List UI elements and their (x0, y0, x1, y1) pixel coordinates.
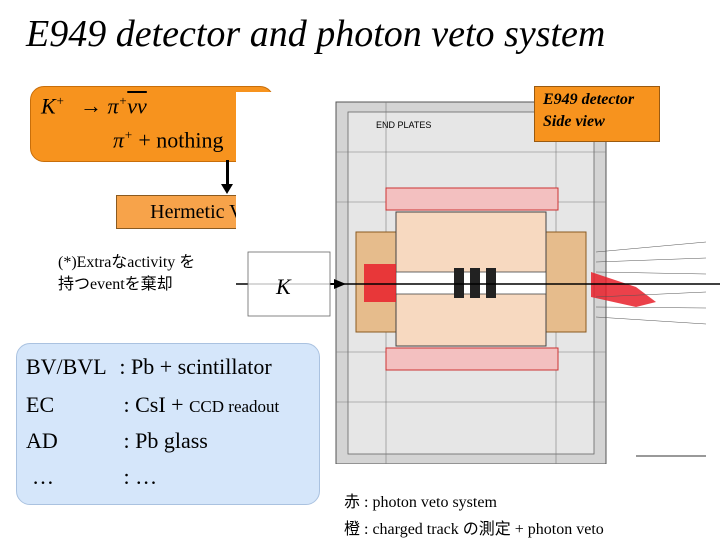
veto-note-line-2: 持つeventを棄却 (58, 276, 173, 293)
spec-value: : Pb + scintillator (119, 354, 272, 379)
beam-arrow-icon (334, 279, 346, 289)
decay-formula-box: K+ → π+νν π+ + nothing (30, 86, 274, 162)
plus-sign: + (138, 127, 151, 153)
nothing-text: nothing (156, 127, 224, 153)
legend-orange: 橙 : charged track の測定 + photon veto (344, 521, 604, 538)
detector-label-line-1: E949 detector (543, 91, 635, 108)
veto-note-line-1: (*)Extraなactivity を (58, 254, 196, 271)
spec-value: : … (123, 464, 158, 489)
subdetector-specs-box (16, 343, 320, 505)
beam-kaon-label: K (276, 274, 291, 299)
kaon-symbol: K (41, 93, 56, 119)
spec-value: : CsI + (123, 392, 190, 417)
pion-symbol: π (107, 93, 119, 119)
spec-row-more: … : … (32, 464, 157, 490)
spec-name: BV/BVL (26, 354, 106, 379)
barrel-veto-bottom (385, 347, 559, 371)
page-title: E949 detector and photon veto system (26, 13, 606, 55)
neutrino-pair: νν (127, 93, 147, 119)
spec-row-bv: BV/BVL : Pb + scintillator (26, 354, 272, 380)
downstream-veto-highlight (591, 272, 656, 307)
pion-charge: + (118, 93, 128, 108)
decay-arrow: → (79, 93, 102, 119)
end-plates-label: END PLATES (376, 120, 431, 130)
barrel-veto-top (385, 187, 559, 211)
spec-row-ec: EC : CsI + CCD readout (26, 392, 279, 418)
end-cap-right (545, 231, 587, 333)
decay-formula-line-1: K+ → π+νν (41, 93, 147, 119)
spec-name: EC (26, 392, 55, 417)
spec-value: : Pb glass (123, 428, 208, 453)
downstream-fan (595, 241, 707, 325)
legend-red: 赤 : photon veto system (344, 494, 497, 511)
spec-row-ad: AD : Pb glass (26, 428, 208, 454)
spec-name: AD (26, 428, 58, 453)
spec-name: … (32, 464, 54, 489)
down-arrow-shaft (226, 160, 229, 188)
spec-extra: CCD readout (189, 397, 280, 416)
pion-symbol-2: π (113, 127, 125, 153)
down-arrow-icon (221, 184, 233, 194)
pion-charge-2: + (124, 127, 133, 142)
veto-note: (*)Extraなactivity を 持つeventを棄却 (58, 252, 195, 296)
decay-formula-line-2: π+ + nothing (113, 127, 223, 153)
upstream-veto-highlight (364, 264, 396, 302)
detector-label-box: E949 detector Side view (534, 86, 660, 142)
kaon-charge: + (55, 93, 65, 108)
target-elements (454, 268, 496, 298)
detector-label-line-2: Side view (543, 113, 605, 130)
